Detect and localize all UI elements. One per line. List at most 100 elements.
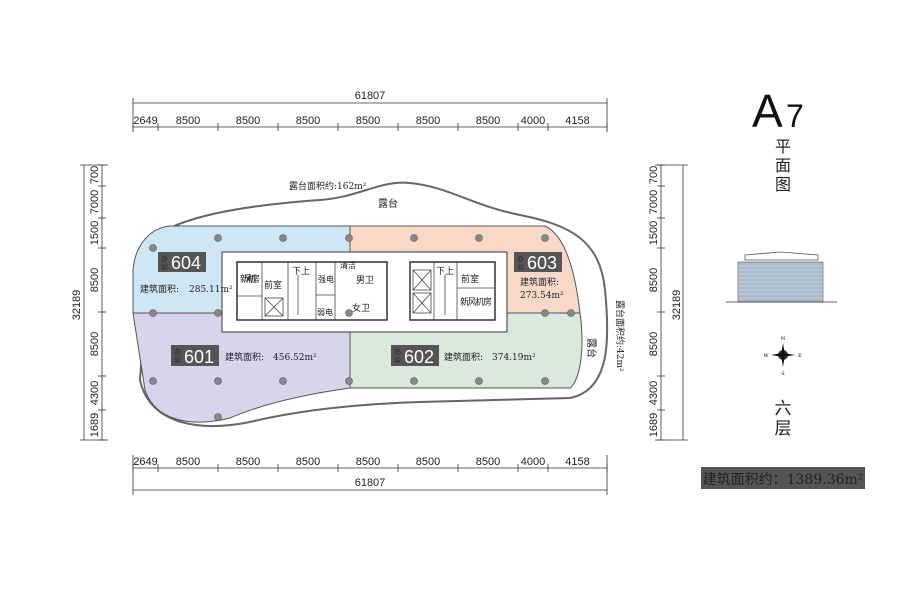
unit-area-label: 建筑面积: [140,283,179,295]
top-segment-dimension: 2649 [133,115,157,127]
north-terrace-label: 露台 [378,197,398,210]
top-segment-dimension: 8500 [356,115,380,127]
column [541,377,549,385]
right-segment-dimension: 700 [648,166,660,184]
top-segment-dimension: 8500 [476,115,500,127]
compass-w: W [763,353,769,359]
strong-electric-label: 强电 [318,274,334,284]
bottom-segment-dimension: 8500 [476,456,500,468]
right-dimensions: 32189 700 7000 1500 8500 8500 4300 1689 [648,164,688,441]
stair-1-label: 下上 [292,266,310,277]
unit-area-value: 374.19m² [492,353,536,363]
unit-area-label: 建筑面积: [225,351,264,363]
stair-2-label: 下上 [436,266,454,277]
building-elevation-thumbnail [726,251,837,303]
cleaning-label: 清洁 [340,260,356,270]
compass-n: N [781,336,786,342]
left-total-dimension: 32189 [71,290,83,321]
unit-prefix: 办公 [174,347,181,364]
column [214,309,222,317]
column [279,234,287,242]
unit-601-area[interactable] [132,312,351,423]
column [541,234,549,242]
unit-number: 603 [527,253,557,273]
core-east [409,261,496,321]
right-segment-dimension: 7000 [648,190,660,214]
unit-prefix: 办公 [517,254,524,271]
east-terrace-area: 露台面积约:42m² [614,300,626,372]
womens-restroom-label: 女卫 [352,302,370,314]
lobby-2-label: 前室 [461,273,479,285]
top-total-dimension: 61807 [355,90,386,102]
building-number: 7 [786,98,804,134]
column [410,377,418,385]
plan-subtitle: 平面图 [775,137,791,194]
bottom-segment-dimension: 4158 [565,456,589,468]
top-segment-dimension: 8500 [176,115,200,127]
lobby-1-label: 前室 [264,279,282,291]
unit-area-value: 273.54m² [520,291,564,301]
right-segment-dimension: 8500 [648,332,660,356]
right-segment-dimension: 8500 [648,268,660,292]
unit-number: 602 [404,347,434,367]
east-terrace-label: 露台 [585,338,598,358]
core-labels: 新风机房 前室 下上 强电 弱电 清洁 男卫 女卫 下上 前室 新风机房 [240,260,492,317]
column [345,377,353,385]
unit-area-value: 285.11m² [189,285,233,295]
bottom-total-dimension: 61807 [355,477,386,489]
left-segment-dimension: 8500 [89,332,101,356]
column [410,234,418,242]
unit-602-label: 办公 602 建筑面积: 374.19m² [391,345,536,367]
top-segment-dimension: 4158 [565,115,589,127]
bottom-segment-dimension: 8500 [416,456,440,468]
fresh-air-room-1-label: 新风机房 [240,273,260,285]
floor-label: 六层 [775,399,792,439]
core-partitions [237,262,495,320]
unit-prefix: 办公 [394,347,401,364]
right-segment-dimension: 1689 [648,413,660,437]
mens-restroom-label: 男卫 [356,275,374,286]
compass-icon: N S E W [763,336,802,377]
column [149,244,157,252]
building-letter: A [752,85,783,137]
column [214,377,222,385]
top-segment-dimension: 8500 [416,115,440,127]
total-area-text: 建筑面积约：1389.36m² [703,472,864,488]
right-segment-dimension: 1500 [648,221,660,245]
left-segment-dimension: 1689 [89,413,101,437]
left-segment-dimension: 8500 [89,268,101,292]
bottom-segment-dimension: 4000 [521,456,545,468]
compass-s: S [781,371,785,377]
structural-columns [149,234,575,421]
column [541,309,549,317]
top-segment-dimension: 8500 [236,115,260,127]
column [475,234,483,242]
column [279,377,287,385]
compass-e: E [798,353,802,359]
top-segment-dimension: 8500 [296,115,320,127]
column [345,234,353,242]
unit-area-label: 建筑面积: [520,276,559,288]
fresh-air-room-2-label: 新风机房 [460,296,492,308]
right-total-dimension: 32189 [671,290,683,321]
weak-electric-label: 弱电 [317,307,333,317]
right-segment-dimension: 4300 [648,381,660,405]
bottom-segment-dimension: 8500 [236,456,260,468]
column [149,309,157,317]
left-segment-dimension: 4300 [89,381,101,405]
left-segment-dimension: 700 [89,166,101,184]
bottom-segment-dimension: 8500 [176,456,200,468]
bottom-segment-dimension: 2649 [133,456,157,468]
north-terrace-area: 露台面积约:162m² [289,180,367,192]
unit-number: 604 [171,253,201,273]
bottom-segment-dimension: 8500 [356,456,380,468]
unit-number: 601 [184,347,214,367]
unit-601-label: 办公 601 建筑面积: 456.52m² [171,345,317,367]
column [214,234,222,242]
unit-area-value: 456.52m² [273,353,317,363]
unit-604-label: 办公 604 建筑面积: 285.11m² [140,252,233,295]
